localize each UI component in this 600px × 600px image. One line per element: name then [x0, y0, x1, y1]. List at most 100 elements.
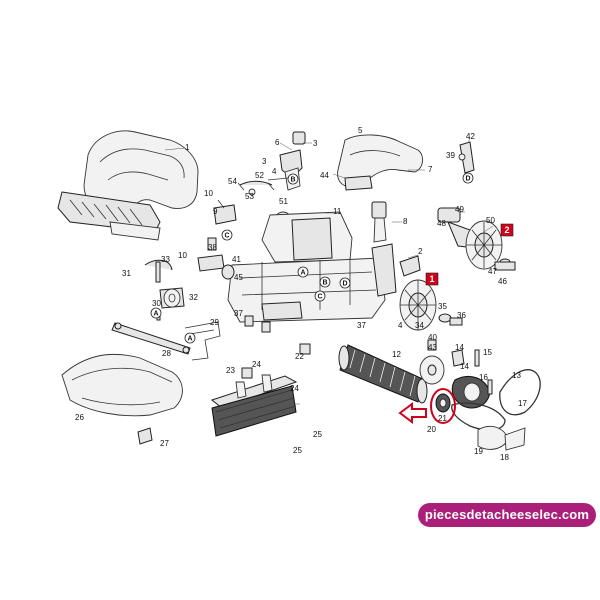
- part-bumper-26: [61, 353, 183, 445]
- label-4: 4: [272, 167, 277, 176]
- ref-letter-C-1: C: [221, 229, 233, 241]
- label-47: 47: [488, 267, 497, 276]
- label-49: 49: [455, 205, 464, 214]
- part-21-highlight-ring: [430, 388, 456, 424]
- label-25b: 25: [293, 446, 302, 455]
- label-35: 35: [438, 302, 447, 311]
- ref-letter-A-1: A: [150, 307, 162, 319]
- badge-1: 1: [425, 272, 439, 286]
- label-3: 3: [313, 139, 318, 148]
- svg-text:A: A: [187, 336, 192, 343]
- label-19: 19: [474, 447, 483, 456]
- label-24a: 24: [252, 360, 261, 369]
- part-handle-duct: [332, 134, 425, 191]
- label-52: 52: [255, 171, 264, 180]
- label-48: 48: [437, 219, 446, 228]
- label-7: 7: [428, 165, 433, 174]
- label-33: 33: [161, 255, 170, 264]
- ref-letter-D-1: D: [462, 172, 474, 184]
- part-end-cap-40: [419, 339, 445, 385]
- label-34: 34: [415, 321, 424, 330]
- label-24b: 24: [290, 384, 299, 393]
- part-small-hardware-mid: [144, 237, 235, 309]
- part-rod-28: [111, 309, 191, 355]
- label-14b: 14: [460, 362, 469, 371]
- part-wheel-left: [399, 254, 463, 331]
- part-bracket-8: [371, 201, 402, 243]
- part-brush-roll: [338, 344, 428, 404]
- label-1: 1: [185, 143, 190, 152]
- part-number-labels: 1 6 3 5 42 39 3 4 44 7 54 52 53 10 51 11…: [75, 126, 527, 462]
- label-53: 53: [245, 192, 254, 201]
- label-8: 8: [403, 217, 408, 226]
- label-44: 44: [320, 171, 329, 180]
- label-28: 28: [162, 349, 171, 358]
- label-36: 36: [457, 311, 466, 320]
- part-small-hardware-right: [451, 349, 493, 409]
- label-37a: 37: [234, 309, 243, 318]
- svg-text:C: C: [224, 233, 229, 240]
- svg-text:B: B: [322, 280, 327, 287]
- part-main-body: [227, 211, 397, 323]
- part-bracket-23: [241, 367, 253, 379]
- part-bracket-29: [184, 321, 221, 361]
- svg-text:D: D: [342, 281, 347, 288]
- label-42: 42: [466, 132, 475, 141]
- ref-letter-A-2: A: [184, 332, 196, 344]
- part-small-hardware-left: [213, 180, 275, 225]
- part-wheel-right: [437, 207, 516, 271]
- svg-text:B: B: [290, 177, 295, 184]
- label-9: 9: [213, 207, 218, 216]
- label-14: 14: [455, 343, 464, 352]
- label-12: 12: [392, 350, 401, 359]
- part-clip-42: [458, 137, 475, 174]
- label-26: 26: [75, 413, 84, 422]
- ref-letter-A-3: A: [297, 266, 309, 278]
- part-brush-strip: [210, 374, 300, 437]
- label-2: 2: [418, 247, 423, 256]
- label-23: 23: [226, 366, 235, 375]
- label-5: 5: [358, 126, 363, 135]
- pointer-arrow: [398, 402, 427, 424]
- ref-letter-D-2: D: [339, 277, 351, 289]
- label-25a: 25: [313, 430, 322, 439]
- part-clip-37: [244, 315, 311, 355]
- badge-1-text: 1: [429, 274, 434, 284]
- label-10a: 10: [204, 189, 213, 198]
- ref-letter-B-1: B: [287, 173, 299, 185]
- label-51: 51: [279, 197, 288, 206]
- badge-2: 2: [500, 223, 514, 237]
- label-3b: 3: [262, 157, 267, 166]
- label-40: 40: [428, 333, 437, 342]
- label-39: 39: [446, 151, 455, 160]
- label-17: 17: [518, 399, 527, 408]
- label-11: 11: [333, 207, 342, 216]
- badge-2-text: 2: [504, 225, 509, 235]
- svg-text:A: A: [300, 270, 305, 277]
- site-watermark: piecesdetacheeselec.com: [418, 503, 596, 527]
- part-hood-cover: [57, 130, 199, 241]
- label-31: 31: [122, 269, 131, 278]
- svg-text:D: D: [465, 176, 470, 183]
- label-13: 13: [512, 371, 521, 380]
- label-18: 18: [500, 453, 509, 462]
- svg-text:A: A: [153, 311, 158, 318]
- label-38: 38: [208, 243, 217, 252]
- label-45: 45: [234, 273, 243, 282]
- label-4b: 4: [398, 321, 403, 330]
- label-22: 22: [295, 352, 304, 361]
- label-43: 43: [428, 343, 437, 352]
- label-10b: 10: [178, 251, 187, 260]
- label-50: 50: [486, 216, 495, 225]
- ref-letter-C-2: C: [314, 290, 326, 302]
- label-46: 46: [498, 277, 507, 286]
- part-belt: [451, 369, 541, 451]
- part-21-highlighted: [430, 388, 456, 424]
- label-32: 32: [189, 293, 198, 302]
- label-20: 20: [427, 425, 436, 434]
- label-29: 29: [210, 318, 219, 327]
- label-37b: 37: [357, 321, 366, 330]
- ref-letter-B-2: B: [319, 276, 331, 288]
- label-30: 30: [152, 299, 161, 308]
